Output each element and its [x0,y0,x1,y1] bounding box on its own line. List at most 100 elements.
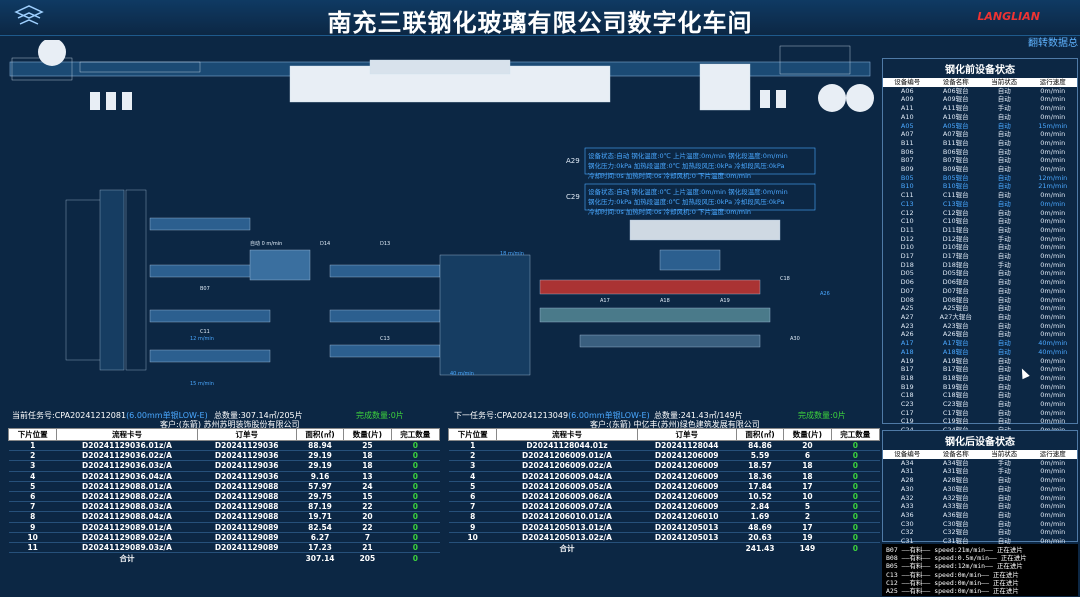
log-line: B08 ——有料—— speed:0.5m/min—— 正在进片 [886,554,1027,563]
device-id: D18 [900,260,914,269]
device-speed: 15m/min [1038,121,1068,130]
column-header: 流程卡号 [56,428,198,441]
table-cell: 0 [391,511,440,523]
next-task-customer: 客户:(东箭) 中亿丰(苏州)绿色建筑发展有限公司 [590,420,760,429]
device-id: D10 [900,243,914,252]
table-cell: 20 [343,511,392,523]
table-cell: D20241205013 [637,522,737,533]
svg-text:18 m/min: 18 m/min [500,251,524,257]
device-speed: 0m/min [1040,458,1066,467]
device-name: C12辊台 [942,208,969,217]
device-speed: 0m/min [1040,156,1066,165]
table-cell: 5 [448,481,497,492]
table-cell: 7 [343,532,392,543]
device-name: B07辊台 [942,156,969,165]
device-status: 自动 [997,156,1011,165]
table-cell: 10 [8,532,57,543]
table-cell: 2 [783,511,832,523]
table-cell: 0 [391,532,440,543]
device-speed: 0m/min [1040,269,1066,278]
table-cell: D20241206009 [637,471,737,482]
device-speed: 0m/min [1040,391,1066,400]
device-name: C23辊台 [942,400,969,409]
table-cell: 57.97 [296,481,344,492]
device-speed: 40m/min [1038,347,1068,356]
device-status: 自动 [997,243,1011,252]
device-speed: 0m/min [1040,138,1066,147]
column-header: 数量(片) [783,428,832,441]
table-header-row: 下片位置流程卡号订单号面积(㎡)数量(片)完工数量 [7,428,441,441]
total-cell: 合计 [559,543,575,553]
device-name: A27大辊台 [939,312,972,321]
table-cell: D20241206009.04z/A [496,471,638,482]
table-cell: 5.59 [736,450,784,462]
device-speed: 0m/min [1040,493,1066,502]
device-speed: 0m/min [1040,165,1066,174]
table-cell: 3 [448,460,497,472]
svg-text:A18: A18 [660,298,670,304]
svg-text:A30: A30 [790,336,800,342]
table-cell: 25 [343,440,392,452]
device-status: 手动 [997,260,1011,269]
device-id: A10 [900,112,914,121]
col-header: 运行速度 [1039,450,1066,458]
total-cell [197,553,296,565]
svg-text:A19: A19 [720,298,730,304]
table-cell: 48.69 [736,522,784,533]
device-status: 自动 [997,121,1011,130]
table-cell: D20241206009 [637,460,737,472]
device-status: 自动 [997,86,1011,95]
log-line: A25 ——有料—— speed:0m/min—— 正在进片 [886,587,1019,596]
table-cell: 18 [343,450,392,462]
device-id: A11 [900,104,914,113]
device-speed: 0m/min [1040,147,1066,156]
svg-text:C18: C18 [780,276,790,282]
device-id: A06 [900,86,914,95]
table-cell: 18.57 [736,460,784,472]
device-status: 自动 [997,252,1011,261]
device-name: A23辊台 [942,321,969,330]
flip-data-link[interactable]: 翻转数据总 [1028,38,1078,49]
column-header: 订单号 [196,428,297,441]
device-name: B19辊台 [942,382,969,391]
device-speed: 0m/min [1040,243,1066,252]
device-status: 自动 [997,217,1011,226]
total-cell: 241.43 [745,543,775,553]
device-speed: 0m/min [1040,373,1066,382]
device-name: D18辊台 [942,260,969,269]
device-speed: 0m/min [1040,510,1066,519]
table-cell: 3 [8,460,57,472]
table-cell: D20241205013 [637,532,737,543]
device-status: 自动 [997,278,1011,287]
table-cell: 0 [391,450,440,462]
device-speed: 0m/min [1040,278,1066,287]
next-task-number: 下一任务号:CPA20241213049 [454,411,569,420]
device-status: 手动 [997,467,1011,476]
page-title: 南充三联钢化玻璃有限公司数字化车间 [327,9,753,37]
current-task-customer: 客户:(东箭) 苏州苏明装饰股份有限公司 [160,420,300,429]
device-id: B10 [900,182,914,191]
device-name: C30辊台 [942,519,969,528]
